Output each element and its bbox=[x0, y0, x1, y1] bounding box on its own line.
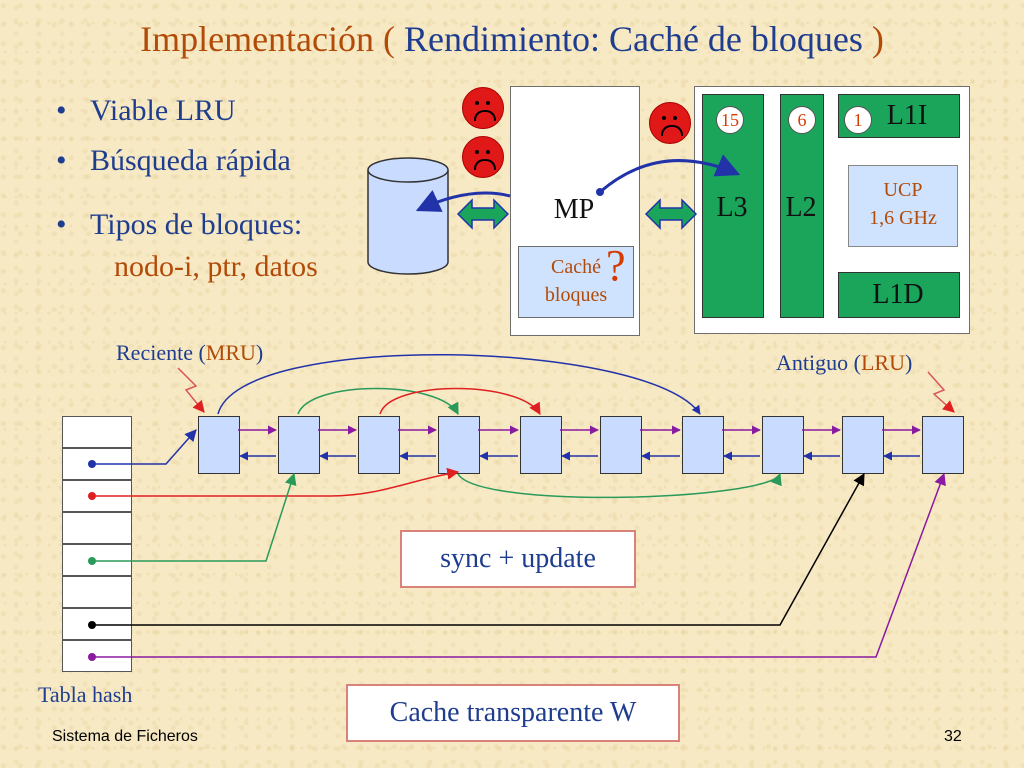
arrow-mp-to-l3 bbox=[599, 154, 741, 194]
bullet-tipos-bloques: •Tipos de bloques: bbox=[56, 208, 303, 241]
ucp-box: UCP 1,6 GHz bbox=[848, 165, 958, 247]
bus-arrow-mp-cpu bbox=[644, 198, 698, 230]
mru-pointer bbox=[177, 367, 205, 413]
recent-prefix: Reciente ( bbox=[116, 340, 206, 365]
title-part-2: Rendimiento: Caché de bloques bbox=[404, 19, 863, 59]
hash-link-purple bbox=[92, 472, 946, 658]
hash-cell bbox=[62, 576, 132, 608]
old-prefix: Antiguo ( bbox=[776, 350, 861, 375]
cache-label-1: Caché bbox=[551, 256, 601, 278]
l2-latency-badge: 6 bbox=[788, 106, 816, 134]
bullet-text: Búsqueda rápida bbox=[90, 144, 291, 177]
bus-arrow-disk-mp bbox=[456, 198, 510, 230]
sad-face-icon bbox=[462, 136, 504, 178]
cache-label-2: bloques bbox=[544, 284, 608, 306]
l3-label: L3 bbox=[716, 192, 748, 223]
bullet-subtext: nodo-i, ptr, datos bbox=[114, 250, 318, 283]
arrow-mp-to-disk bbox=[415, 190, 511, 212]
bullet-text: Viable LRU bbox=[90, 94, 236, 127]
page-title: Implementación ( Rendimiento: Caché de b… bbox=[0, 18, 1024, 60]
hash-cell bbox=[62, 512, 132, 544]
old-suffix: ) bbox=[904, 350, 913, 375]
hash-cell bbox=[62, 544, 132, 576]
recent-mru-label: Reciente (MRU) bbox=[116, 340, 263, 366]
list-node bbox=[600, 416, 642, 474]
arc-red-top bbox=[379, 387, 541, 416]
disk-icon bbox=[367, 157, 449, 275]
lru-pointer bbox=[927, 371, 955, 413]
title-part-3: ) bbox=[862, 19, 884, 59]
old-lru-label: Antiguo (LRU) bbox=[776, 350, 912, 376]
hash-table-label: Tabla hash bbox=[38, 682, 133, 707]
sync-update-box: sync + update bbox=[400, 530, 636, 588]
hash-cell bbox=[62, 608, 132, 640]
list-node bbox=[438, 416, 480, 474]
hash-link-black bbox=[92, 472, 865, 626]
bullet-viable-lru: •Viable LRU bbox=[56, 94, 236, 127]
old-code: LRU bbox=[860, 350, 905, 375]
bullet-busqueda-rapida: •Búsqueda rápida bbox=[56, 144, 291, 177]
l1-latency-badge: 1 bbox=[844, 106, 872, 134]
list-node bbox=[520, 416, 562, 474]
ucp-frequency: 1,6 GHz bbox=[869, 207, 937, 229]
arc-green-top bbox=[297, 387, 459, 416]
page-number: 32 bbox=[944, 728, 962, 745]
arc-red-bottom bbox=[92, 467, 460, 497]
l2-label: L2 bbox=[785, 192, 817, 223]
title-part-1: Implementación ( bbox=[140, 19, 404, 59]
list-node bbox=[278, 416, 320, 474]
hash-cell bbox=[62, 416, 132, 448]
recent-code: MRU bbox=[205, 340, 256, 365]
footer-course: Sistema de Ficheros bbox=[52, 728, 198, 745]
question-mark: ? bbox=[606, 241, 626, 290]
arc-green-bottom bbox=[457, 472, 782, 499]
hash-link-blue bbox=[92, 429, 197, 465]
l1d-box bbox=[838, 272, 960, 318]
list-node bbox=[682, 416, 724, 474]
arc-blue-top bbox=[217, 353, 701, 415]
list-node bbox=[358, 416, 400, 474]
l3-latency-badge: 15 bbox=[716, 106, 744, 134]
list-node bbox=[762, 416, 804, 474]
block-cache-box: Caché bloques bbox=[518, 246, 634, 318]
list-node bbox=[842, 416, 884, 474]
l1d-label: L1D bbox=[872, 279, 924, 310]
list-node bbox=[198, 416, 240, 474]
hash-link-green bbox=[92, 472, 297, 562]
recent-suffix: ) bbox=[255, 340, 264, 365]
l1i-label: L1I bbox=[886, 100, 928, 131]
hash-cell bbox=[62, 640, 132, 672]
ucp-label: UCP bbox=[883, 179, 923, 201]
sad-face-icon bbox=[649, 102, 691, 144]
sad-face-icon bbox=[462, 87, 504, 129]
arrow-origin-dot bbox=[596, 188, 604, 196]
hash-dot-red bbox=[88, 492, 96, 500]
bullet-text: Tipos de bloques: bbox=[90, 208, 303, 241]
transparent-cache-box: Cache transparente W bbox=[346, 684, 680, 742]
mp-label: MP bbox=[553, 194, 595, 225]
